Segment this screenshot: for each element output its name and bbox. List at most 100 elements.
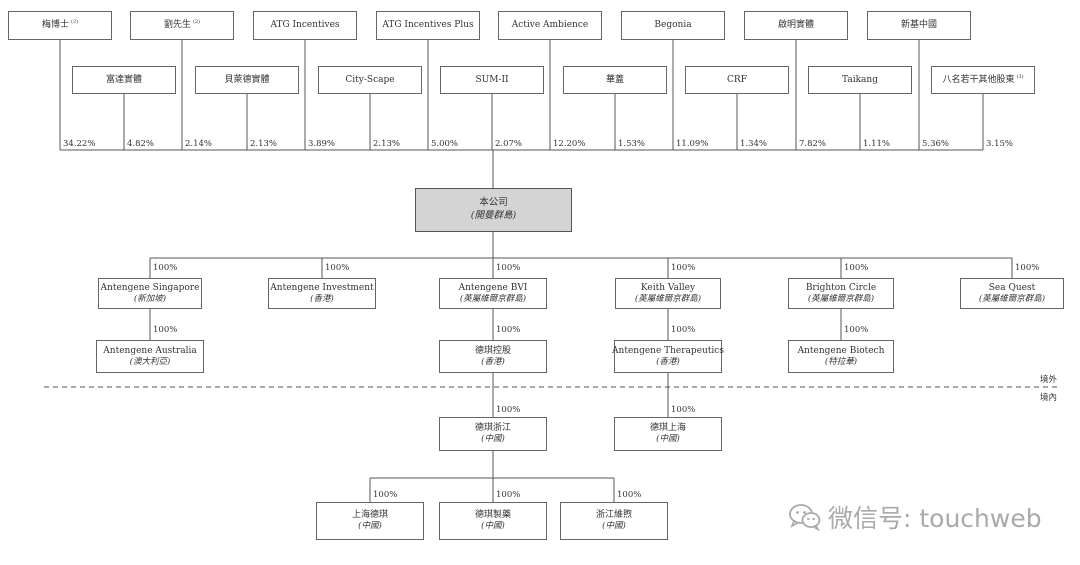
entity-jurisdiction: (中國) xyxy=(358,521,382,532)
entity-jurisdiction: (中國) xyxy=(656,434,680,445)
ownership-percentage: 1.11% xyxy=(863,139,891,149)
ownership-percentage: 1.34% xyxy=(740,139,768,149)
entity-jurisdiction: (香港) xyxy=(656,356,680,367)
entity-name: 上海德琪 xyxy=(351,510,388,521)
entity-name: ATG Incentives Plus xyxy=(382,20,474,31)
third-level-box-dqkg: 德琪控股(香港) xyxy=(439,340,547,373)
shareholder-box-fujian: 富達實體 xyxy=(72,66,176,94)
subsidiary-box-kv: Keith Valley(英屬維爾京群島) xyxy=(615,278,721,309)
region-label-onshore: 境內 xyxy=(1040,393,1058,403)
entity-jurisdiction: (新加坡) xyxy=(133,293,167,304)
entity-name: CRF xyxy=(727,74,747,85)
entity-name: Antengene Investment xyxy=(270,282,374,293)
entity-name: 浙江維煦 xyxy=(595,510,632,521)
ownership-percentage: 12.20% xyxy=(553,139,586,149)
entity-jurisdiction: (中國) xyxy=(481,434,505,445)
fifth-level-box-shdq: 上海德琪(中國) xyxy=(316,502,424,540)
ownership-percentage: 100% xyxy=(844,325,869,335)
ownership-percentage: 100% xyxy=(671,405,696,415)
ownership-percentage: 100% xyxy=(496,490,521,500)
ownership-percentage: 5.36% xyxy=(922,139,950,149)
ownership-percentage: 100% xyxy=(617,490,642,500)
ownership-percentage: 100% xyxy=(671,325,696,335)
entity-jurisdiction: (英屬維爾京群島) xyxy=(459,293,527,304)
entity-name: Active Ambience xyxy=(511,20,589,31)
fifth-level-box-zjwm: 浙江維煦(中國) xyxy=(560,502,668,540)
shareholder-box-qiming: 啟明實體 xyxy=(744,11,848,40)
shareholder-box-mei: 梅博士(3) xyxy=(8,11,112,40)
shareholder-box-active: Active Ambience xyxy=(498,11,602,40)
subsidiary-box-sg: Antengene Singapore(新加坡) xyxy=(98,278,202,309)
entity-name: Antengene Singapore xyxy=(100,282,200,293)
footnote-marker: (3) xyxy=(1016,73,1024,80)
entity-jurisdiction: (中國) xyxy=(602,521,626,532)
shareholder-box-others: 八名若干其他股東(3) xyxy=(931,66,1035,94)
ownership-percentage: 2.13% xyxy=(250,139,278,149)
subsidiary-box-inv: Antengene Investment(香港) xyxy=(268,278,376,309)
entity-name: 啟明實體 xyxy=(777,20,814,31)
ownership-percentage: 11.09% xyxy=(676,139,709,149)
entity-jurisdiction: (英屬維爾京群島) xyxy=(634,293,702,304)
shareholder-box-sum2: SUM-II xyxy=(440,66,544,94)
ownership-percentage: 100% xyxy=(153,263,178,273)
subsidiary-box-bvi: Antengene BVI(英屬維爾京群島) xyxy=(439,278,547,309)
entity-name: Taikang xyxy=(842,74,878,85)
subsidiary-box-bc: Brighton Circle(英屬維爾京群島) xyxy=(788,278,894,309)
entity-name: 本公司 xyxy=(479,197,508,209)
ownership-percentage: 1.53% xyxy=(618,139,646,149)
third-level-box-au: Antengene Australia(澳大利亞) xyxy=(96,340,204,373)
ownership-percentage: 3.89% xyxy=(308,139,336,149)
third-level-box-ther: Antengene Therapeutics(香港) xyxy=(612,340,724,373)
entity-name: Sea Quest xyxy=(988,282,1036,293)
entity-name: 梅博士 xyxy=(41,20,69,31)
subsidiary-box-sq: Sea Quest(英屬維爾京群島) xyxy=(960,278,1064,309)
entity-name: 八名若干其他股東 xyxy=(942,74,1015,85)
entity-name: SUM-II xyxy=(475,74,509,85)
ownership-percentage: 7.82% xyxy=(799,139,827,149)
entity-name: 華蓋 xyxy=(605,74,624,85)
entity-name: 劉先生 xyxy=(163,20,191,31)
entity-name: Keith Valley xyxy=(640,282,696,293)
footnote-marker: (2) xyxy=(192,19,201,26)
ownership-percentage: 100% xyxy=(325,263,350,273)
ownership-percentage: 100% xyxy=(496,405,521,415)
ownership-percentage: 2.14% xyxy=(185,139,213,149)
ownership-percentage: 4.82% xyxy=(127,139,155,149)
entity-jurisdiction: (英屬維爾京群島) xyxy=(807,293,875,304)
fourth-level-box-dqsh: 德琪上海(中國) xyxy=(614,417,722,451)
ownership-percentage: 100% xyxy=(671,263,696,273)
ownership-percentage: 2.13% xyxy=(373,139,401,149)
third-level-box-bio: Antengene Biotech(特拉華) xyxy=(788,340,894,373)
ownership-percentage: 100% xyxy=(496,263,521,273)
shareholder-box-taikang: Taikang xyxy=(808,66,912,94)
wechat-logo-icon xyxy=(789,504,821,531)
fifth-level-box-dqzy: 德琪製藥(中國) xyxy=(439,502,547,540)
entity-name: 新基中國 xyxy=(900,20,937,31)
region-label-offshore: 境外 xyxy=(1040,375,1058,385)
entity-name: 貝萊德實體 xyxy=(224,74,270,85)
entity-name: Antengene Therapeutics xyxy=(612,345,724,356)
shareholder-box-liu: 劉先生(2) xyxy=(130,11,234,40)
fourth-level-box-dqzj: 德琪浙江(中國) xyxy=(439,417,547,451)
shareholder-box-begonia: Begonia xyxy=(621,11,725,40)
footnote-marker: (3) xyxy=(70,19,79,26)
entity-jurisdiction: (澳大利亞) xyxy=(129,356,171,367)
entity-name: Antengene Australia xyxy=(103,345,197,356)
entity-name: 富達實體 xyxy=(105,74,142,85)
entity-name: Antengene Biotech xyxy=(797,345,885,356)
ownership-percentage: 5.00% xyxy=(431,139,459,149)
ownership-percentage: 100% xyxy=(153,325,178,335)
entity-jurisdiction: (香港) xyxy=(310,293,334,304)
entity-name: 德琪控股 xyxy=(474,345,511,356)
watermark-text: 微信号: touchweb xyxy=(828,504,1042,533)
shareholder-box-cityscape: City-Scape xyxy=(318,66,422,94)
wechat-watermark: 微信号: touchweb xyxy=(788,500,1058,534)
entity-name: City-Scape xyxy=(345,74,395,85)
ownership-percentage: 100% xyxy=(496,325,521,335)
entity-jurisdiction: (開曼群島) xyxy=(470,210,517,221)
entity-jurisdiction: (英屬維爾京群島) xyxy=(978,293,1046,304)
ownership-percentage: 3.15% xyxy=(986,139,1014,149)
shareholder-box-atg: ATG Incentives xyxy=(253,11,357,40)
